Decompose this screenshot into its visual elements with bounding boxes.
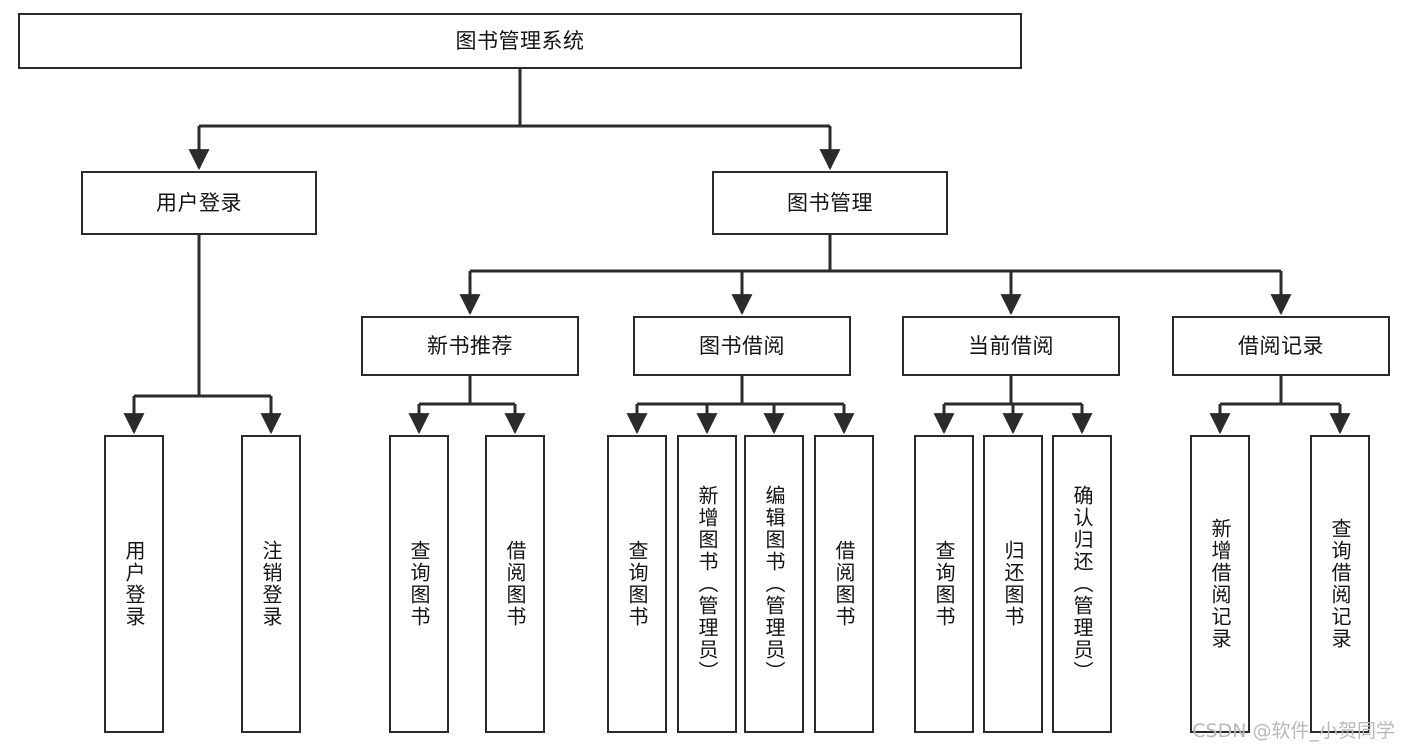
leaf-add-record[interactable]: 新增借阅记录	[1190, 435, 1250, 733]
node-user-login[interactable]: 用户登录	[81, 171, 317, 235]
leaf-query-book-2[interactable]: 查询图书	[607, 435, 667, 733]
leaf-borrow-book-1[interactable]: 借阅图书	[485, 435, 545, 733]
leaf-add-record-label: 新增借阅记录	[1208, 518, 1232, 650]
leaf-edit-book-label: 编辑图书（管理员）	[762, 485, 786, 683]
leaf-add-book[interactable]: 新增图书（管理员）	[677, 435, 737, 733]
node-book-manage[interactable]: 图书管理	[712, 171, 948, 235]
leaf-user-login-label: 用户登录	[122, 540, 146, 628]
node-current-borrow-label: 当前借阅	[968, 333, 1054, 358]
leaf-query-book-1-label: 查询图书	[407, 540, 431, 628]
leaf-return-book[interactable]: 归还图书	[983, 435, 1043, 733]
leaf-query-record-label: 查询借阅记录	[1328, 518, 1352, 650]
leaf-user-logout-label: 注销登录	[259, 540, 283, 628]
leaf-query-book-3[interactable]: 查询图书	[914, 435, 974, 733]
leaf-borrow-book-2-label: 借阅图书	[832, 540, 856, 628]
leaf-query-record[interactable]: 查询借阅记录	[1310, 435, 1370, 733]
node-borrow-record[interactable]: 借阅记录	[1172, 316, 1390, 376]
leaf-user-login[interactable]: 用户登录	[104, 435, 164, 733]
node-current-borrow[interactable]: 当前借阅	[902, 316, 1120, 376]
leaf-query-book-3-label: 查询图书	[932, 540, 956, 628]
leaf-borrow-book-1-label: 借阅图书	[503, 540, 527, 628]
leaf-borrow-book-2[interactable]: 借阅图书	[814, 435, 874, 733]
leaf-confirm-return-label: 确认归还（管理员）	[1070, 485, 1094, 683]
node-new-book-recommend[interactable]: 新书推荐	[361, 316, 579, 376]
leaf-user-logout[interactable]: 注销登录	[241, 435, 301, 733]
node-root[interactable]: 图书管理系统	[18, 13, 1022, 69]
leaf-confirm-return[interactable]: 确认归还（管理员）	[1052, 435, 1112, 733]
leaf-query-book-1[interactable]: 查询图书	[389, 435, 449, 733]
node-book-borrow-label: 图书借阅	[699, 333, 785, 358]
node-book-manage-label: 图书管理	[787, 190, 873, 215]
node-root-label: 图书管理系统	[455, 28, 585, 53]
leaf-edit-book[interactable]: 编辑图书（管理员）	[744, 435, 804, 733]
node-borrow-record-label: 借阅记录	[1238, 333, 1324, 358]
leaf-return-book-label: 归还图书	[1001, 540, 1025, 628]
node-new-book-recommend-label: 新书推荐	[427, 333, 513, 358]
leaf-add-book-label: 新增图书（管理员）	[695, 485, 719, 683]
node-user-login-label: 用户登录	[156, 190, 242, 215]
node-book-borrow[interactable]: 图书借阅	[633, 316, 851, 376]
leaf-query-book-2-label: 查询图书	[625, 540, 649, 628]
watermark: CSDN @软件_小贺同学	[1192, 720, 1395, 742]
